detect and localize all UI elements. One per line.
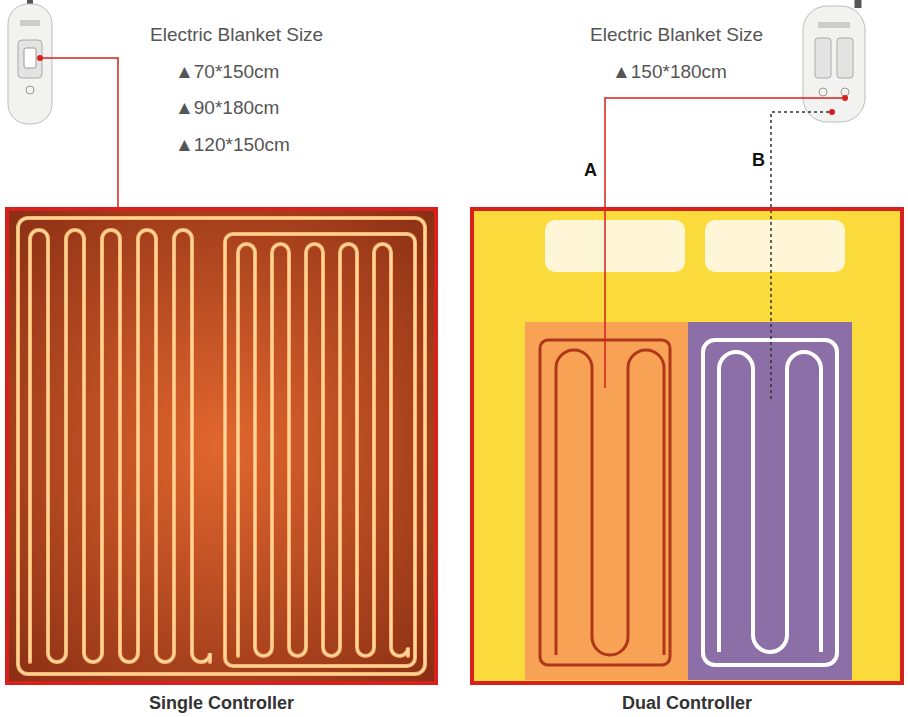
size-text: ▲120*150cm xyxy=(175,134,290,156)
wire-loop xyxy=(30,230,210,662)
heating-wire-a xyxy=(540,340,670,665)
callout-dot xyxy=(829,109,835,115)
blanket-panel: Single Controller xyxy=(5,207,438,685)
wire-loop xyxy=(238,244,408,656)
panel-caption: Single Controller xyxy=(0,693,454,714)
callout-dot xyxy=(842,95,848,101)
size-text: Electric Blanket Size xyxy=(150,24,323,46)
slider xyxy=(815,38,831,78)
wire-loop xyxy=(556,350,664,655)
heating-wire-b xyxy=(703,340,837,665)
controller-label xyxy=(818,22,850,28)
wire-frame xyxy=(18,218,425,674)
panel-caption: Dual Controller xyxy=(454,693,908,714)
power-light xyxy=(819,88,827,96)
wire-loop xyxy=(238,244,408,656)
size-text: ▲90*180cm xyxy=(175,97,279,119)
slider-knob xyxy=(24,48,36,68)
wire-loop xyxy=(719,352,821,652)
leader-line-a xyxy=(605,98,842,388)
heating-wire xyxy=(18,218,425,674)
wire-frame xyxy=(703,340,837,665)
power-light xyxy=(26,86,34,94)
single-controller xyxy=(8,4,52,124)
blanket-panel: Dual Controller xyxy=(470,207,904,685)
pillow xyxy=(545,220,685,272)
blanket-ground xyxy=(9,211,434,681)
wire-frame xyxy=(18,218,425,674)
size-text: ▲150*180cm xyxy=(612,61,727,83)
leader-line xyxy=(43,58,118,207)
slider xyxy=(837,38,853,78)
wire-frame xyxy=(225,234,415,666)
controller-label xyxy=(20,20,40,26)
pillow xyxy=(705,220,845,272)
leader-line-b xyxy=(771,112,829,400)
dual-controller xyxy=(803,6,865,122)
wire-frame xyxy=(225,234,415,666)
callout-letter: A xyxy=(584,160,597,181)
wire-loop xyxy=(30,230,210,662)
heating-wire-core xyxy=(18,218,425,674)
cable xyxy=(855,0,862,8)
size-text: Electric Blanket Size xyxy=(590,24,763,46)
callout-letter: B xyxy=(752,150,765,171)
slider xyxy=(18,40,42,78)
size-text: ▲70*150cm xyxy=(175,61,279,83)
power-light xyxy=(841,88,849,96)
wire-frame xyxy=(540,340,670,665)
zone-b xyxy=(688,322,852,680)
callout-dot xyxy=(37,55,43,61)
bed-ground xyxy=(474,211,900,681)
zone-a xyxy=(525,322,688,680)
